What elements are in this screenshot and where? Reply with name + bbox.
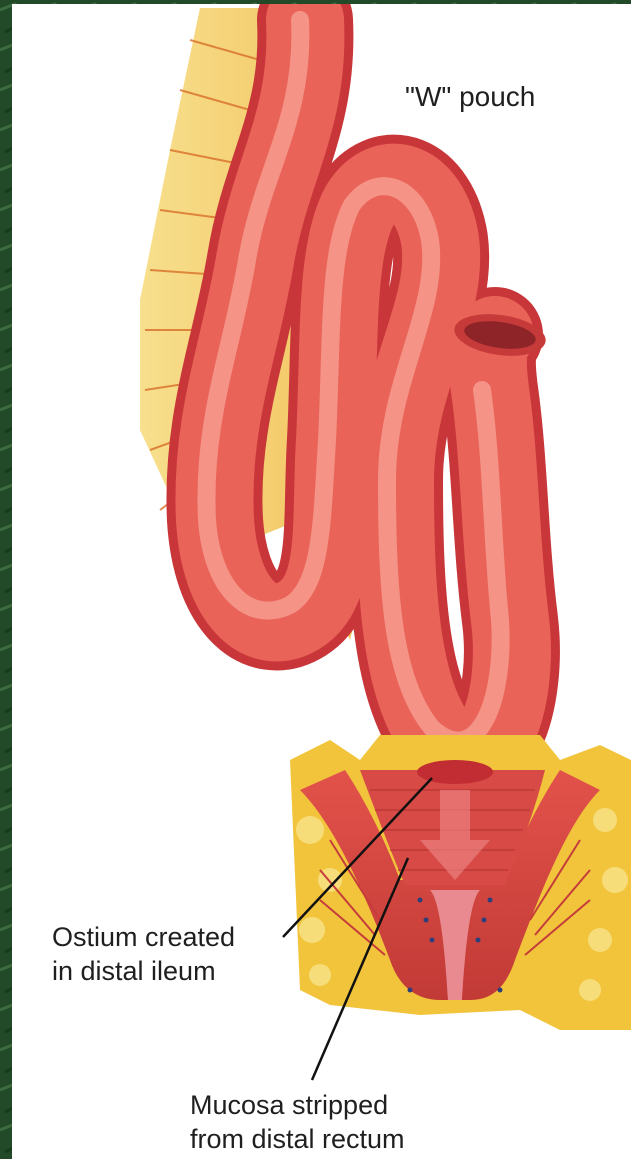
ostium-label-line1: Ostium created — [52, 920, 235, 954]
ostium-label-line2: in distal ileum — [52, 954, 235, 988]
mucosa-label-line2: from distal rectum — [190, 1122, 405, 1156]
mucosa-label: Mucosa stripped from distal rectum — [190, 1088, 405, 1156]
figure-title: "W" pouch — [405, 80, 535, 114]
mucosa-label-line1: Mucosa stripped — [190, 1088, 405, 1122]
ileal-pouch — [206, 20, 511, 754]
ostium-label: Ostium created in distal ileum — [52, 920, 235, 988]
